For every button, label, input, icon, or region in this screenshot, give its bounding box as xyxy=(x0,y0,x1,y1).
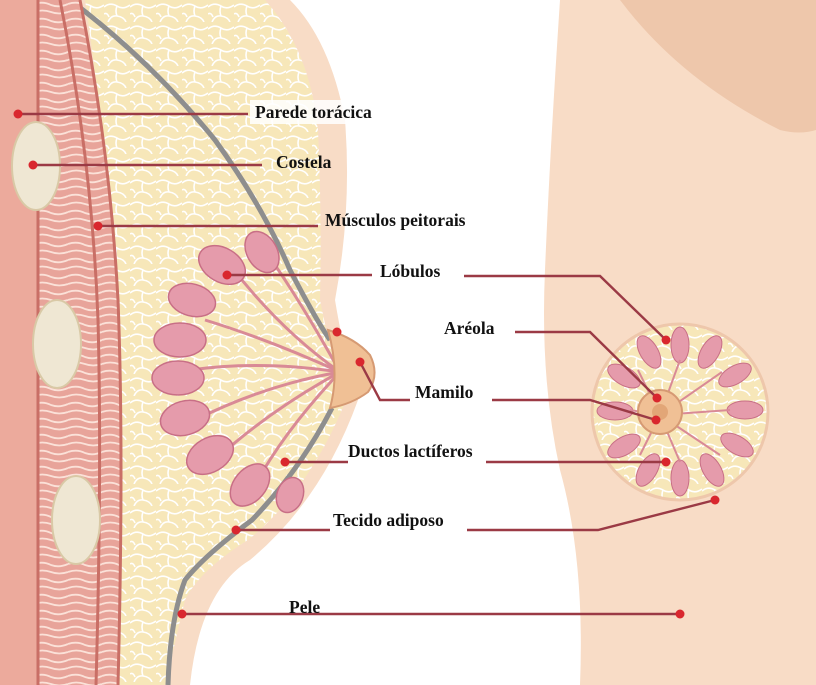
marker-areola xyxy=(653,394,662,403)
label-milk-ducts: Ductos lactíferos xyxy=(348,441,473,461)
marker-adipose-left xyxy=(232,526,241,535)
label-lobules: Lóbulos xyxy=(380,261,440,281)
marker-lobules-right xyxy=(662,336,671,345)
marker-chest-wall xyxy=(14,110,23,119)
label-rib: Costela xyxy=(276,152,332,172)
marker-lobules-left xyxy=(223,271,232,280)
label-chest-wall: Parede torácica xyxy=(255,102,372,122)
nipple-profile xyxy=(328,330,375,408)
label-nipple: Mamilo xyxy=(415,382,474,402)
marker-rib xyxy=(29,161,38,170)
rib-oval-2 xyxy=(33,300,81,388)
marker-adipose-right xyxy=(711,496,720,505)
label-areola: Aréola xyxy=(444,318,495,338)
marker-nipple-right xyxy=(652,416,661,425)
label-pectoral-muscles: Músculos peitorais xyxy=(325,210,466,230)
marker-skin-right xyxy=(676,610,685,619)
marker-ducts-right xyxy=(662,458,671,467)
marker-nipple-profile xyxy=(333,328,342,337)
label-adipose-tissue: Tecido adiposo xyxy=(333,510,444,530)
marker-pectoral xyxy=(94,222,103,231)
marker-nipple-left xyxy=(356,358,365,367)
frontal-view xyxy=(544,0,816,685)
marker-ducts-left xyxy=(281,458,290,467)
rib-oval-3 xyxy=(52,476,100,564)
label-skin: Pele xyxy=(289,597,320,617)
marker-skin-left xyxy=(178,610,187,619)
